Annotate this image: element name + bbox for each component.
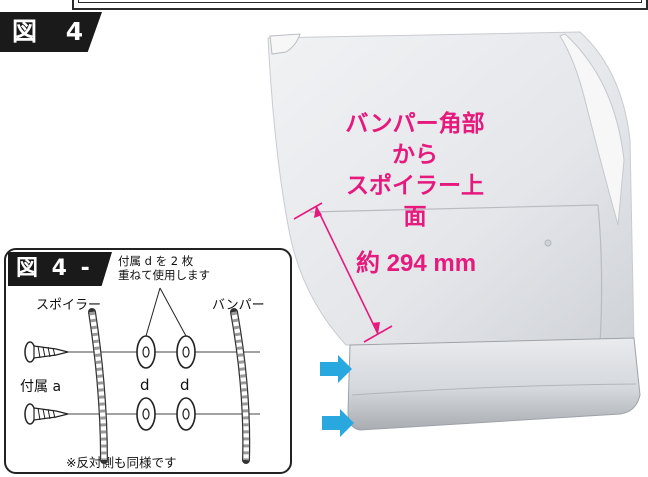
bumper-label: バンパー [212,298,265,313]
washer-icon [136,335,156,369]
top-frame [72,0,648,10]
part-a-label: 付属 a [20,379,62,395]
inset-label: 図 4 - a [8,252,112,286]
dimension-line [315,205,379,335]
washer-icon [176,397,196,431]
inset-note: 付属 d を 2 枚 重ねて使用します [118,254,210,282]
inset-note-line: 重ねて使用します [118,268,210,282]
arrow-right-icon [322,409,354,437]
window-corner [269,33,301,55]
arrow-right-icon [320,355,352,383]
spoiler-label: スポイラー [36,298,102,313]
measurement-note-line: バンパー角部 [345,110,485,136]
vehicle-body [267,31,635,346]
measurement-note-line: から [392,141,438,167]
body-bolt [544,239,552,247]
spoiler-ridge [351,383,637,396]
screw-icon [24,403,69,425]
washer-icon [176,335,196,369]
figure-label: 図 4 [0,12,102,52]
leader-line [159,287,187,337]
top-frame-inner [78,0,642,3]
leader-line [145,287,161,337]
footnote: ※反対側も同様です [66,455,177,470]
tail-light [559,33,625,226]
part-d-label: d [140,376,150,394]
panel-line-vert [597,204,603,346]
dimension-label: 約 294 mm [356,250,477,277]
measurement-note: バンパー角部 から スポイラー上面 [340,108,490,232]
panel-line [309,204,599,213]
measurement-note-line: スポイラー上面 [346,172,484,229]
part-d-label: d [180,376,190,394]
inset-note-line: 付属 d を 2 枚 [118,254,194,268]
screw-icon [24,341,69,363]
washer-icon [136,397,156,431]
